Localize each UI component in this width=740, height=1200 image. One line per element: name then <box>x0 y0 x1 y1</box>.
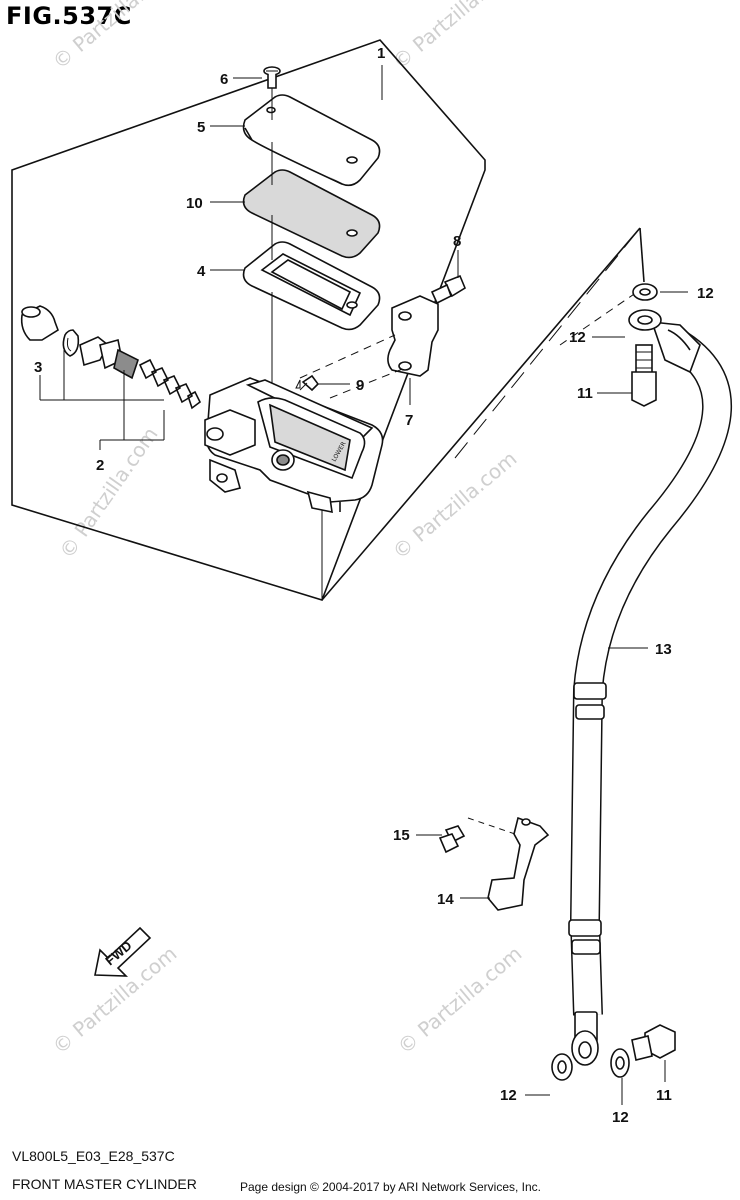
assembly-outline <box>11 39 486 601</box>
callout-1: 1 <box>377 45 385 62</box>
cap-screw <box>263 66 281 89</box>
callout-4: 4 <box>197 263 206 280</box>
guide-lines <box>299 227 645 836</box>
figure-title: FIG.537C <box>6 2 132 30</box>
callout-8: 8 <box>453 233 461 250</box>
bracket-bolt <box>438 825 466 854</box>
washer-set <box>551 283 658 1081</box>
callout-7: 7 <box>405 412 413 429</box>
callout-15: 15 <box>393 827 410 844</box>
watermark: © Partzilla.com <box>48 0 182 74</box>
callout-11-upper: 11 <box>577 385 593 402</box>
callout-11-lower: 11 <box>656 1087 672 1104</box>
union-bolt-lower <box>631 1024 676 1061</box>
callout-12-lower-left: 12 <box>500 1087 517 1104</box>
callout-10: 10 <box>186 195 203 212</box>
watermark: © Partzilla.com <box>393 941 527 1059</box>
watermark: © Partzilla.com <box>388 446 522 564</box>
callout-14: 14 <box>437 891 454 908</box>
callout-12-lower-right: 12 <box>612 1109 629 1126</box>
mirror-bolt <box>299 374 320 392</box>
callout-5: 5 <box>197 119 205 136</box>
callout-13: 13 <box>655 641 672 658</box>
forward-arrow: FWD <box>94 926 152 977</box>
callout-2: 2 <box>96 457 104 474</box>
reservoir-cap <box>242 94 381 187</box>
master-cylinder-body: LOWER <box>204 377 384 514</box>
diaphragm <box>242 241 381 331</box>
callout-leaders <box>39 65 688 1105</box>
callout-labels: 1 2 3 4 5 6 7 8 9 10 11 11 12 12 12 12 1… <box>34 45 714 1126</box>
clamp-bolt <box>430 274 467 305</box>
watermark: © Partzilla.com <box>54 423 162 563</box>
piston-assembly <box>20 305 202 410</box>
watermark: © Partzilla.com <box>388 0 522 74</box>
callout-12-upper: 12 <box>569 329 586 346</box>
union-bolt-upper <box>631 344 657 407</box>
hose-bracket <box>487 816 550 911</box>
model-code: VL800L5_E03_E28_537C <box>12 1148 175 1164</box>
handlebar-clamp <box>387 295 439 377</box>
brake-hose <box>568 309 732 1066</box>
callout-3: 3 <box>34 359 42 376</box>
figure-name: FRONT MASTER CYLINDER <box>12 1176 197 1192</box>
copyright-notice: Page design © 2004-2017 by ARI Network S… <box>240 1180 542 1194</box>
callout-12-top: 12 <box>697 285 714 302</box>
callout-9: 9 <box>356 377 364 394</box>
diaphragm-plate <box>242 169 381 259</box>
callout-6: 6 <box>220 71 228 88</box>
